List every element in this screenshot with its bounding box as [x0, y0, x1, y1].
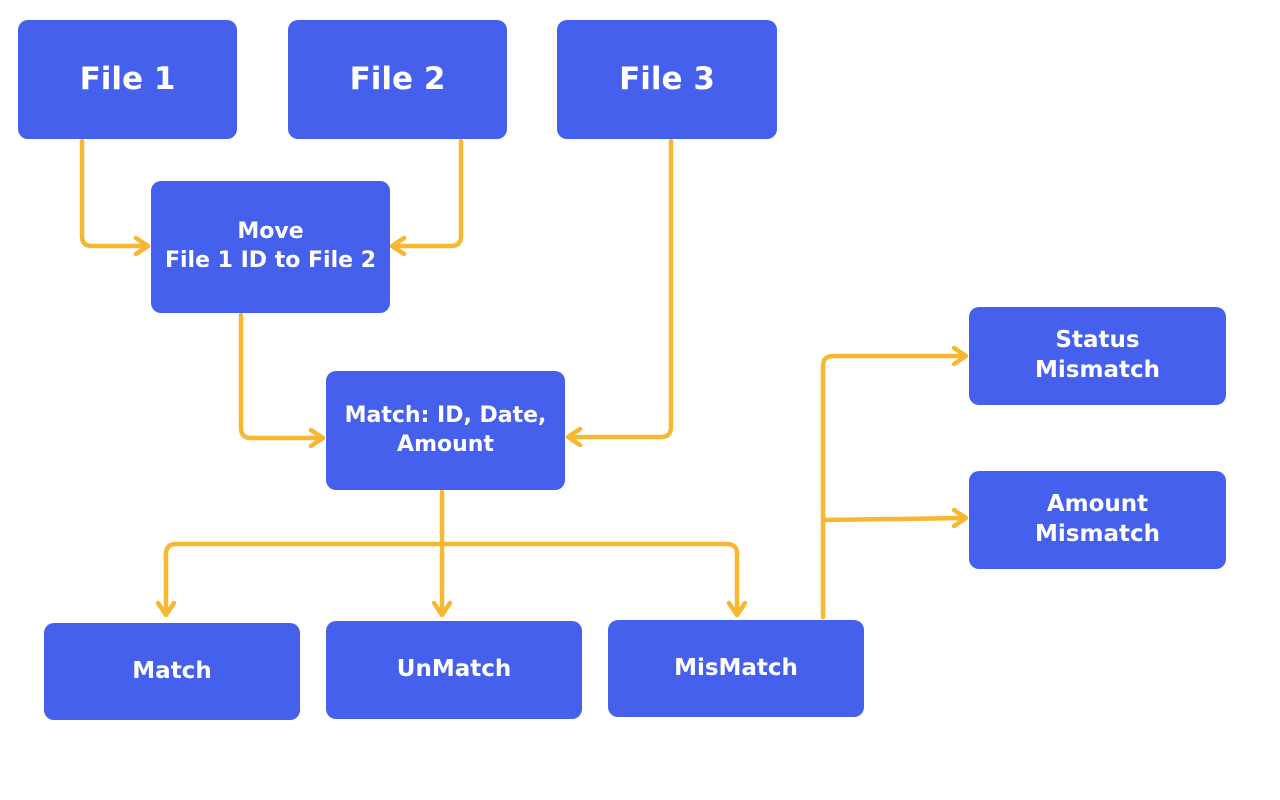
arrowhead-file1-move — [133, 235, 151, 257]
edge-file2-move — [391, 138, 464, 249]
arrowhead-file2-move — [389, 235, 407, 257]
node-file3: File 3 — [557, 20, 777, 139]
arrowhead-file3-matchcrit — [565, 426, 583, 448]
node-match-criteria: Match: ID, Date, Amount — [326, 371, 565, 490]
node-amount-mismatch-label: Amount Mismatch — [1035, 491, 1160, 547]
edge-matchcrit-match — [163, 541, 445, 616]
edge-file1-move — [79, 138, 149, 249]
node-file2: File 2 — [288, 20, 507, 139]
arrowhead-move-matchcrit — [308, 427, 326, 449]
arrowhead-mismatch-status — [951, 345, 969, 367]
node-file3-label: File 3 — [619, 61, 715, 98]
edge-matchcrit-mismatch — [439, 541, 740, 616]
arrowhead-mismatch-amount — [951, 507, 969, 529]
arrowhead-matchcrit-match — [155, 600, 177, 618]
node-move: Move File 1 ID to File 2 — [151, 181, 390, 313]
edge-move-matchcrit — [238, 312, 324, 441]
node-file1-label: File 1 — [79, 61, 176, 98]
edge-mismatch-amount — [820, 515, 967, 523]
node-status-mismatch: Status Mismatch — [969, 307, 1226, 405]
arrowhead-matchcrit-unmatch — [431, 600, 453, 618]
node-move-label: Move File 1 ID to File 2 — [164, 219, 377, 273]
edge-mismatch-status — [820, 353, 967, 620]
edge-file3-matchcrit — [567, 138, 674, 440]
node-match-label: Match — [132, 657, 212, 684]
node-match: Match — [44, 623, 300, 720]
node-match-criteria-label: Match: ID, Date, Amount — [344, 402, 547, 457]
node-unmatch: UnMatch — [326, 621, 582, 719]
node-file2-label: File 2 — [349, 61, 446, 98]
node-mismatch-label: MisMatch — [674, 654, 798, 681]
node-amount-mismatch: Amount Mismatch — [969, 471, 1226, 569]
arrowhead-matchcrit-mismatch — [726, 600, 748, 618]
node-mismatch: MisMatch — [608, 620, 864, 717]
node-file1: File 1 — [18, 20, 237, 139]
node-unmatch-label: UnMatch — [396, 656, 512, 683]
node-status-mismatch-label: Status Mismatch — [1035, 327, 1160, 383]
